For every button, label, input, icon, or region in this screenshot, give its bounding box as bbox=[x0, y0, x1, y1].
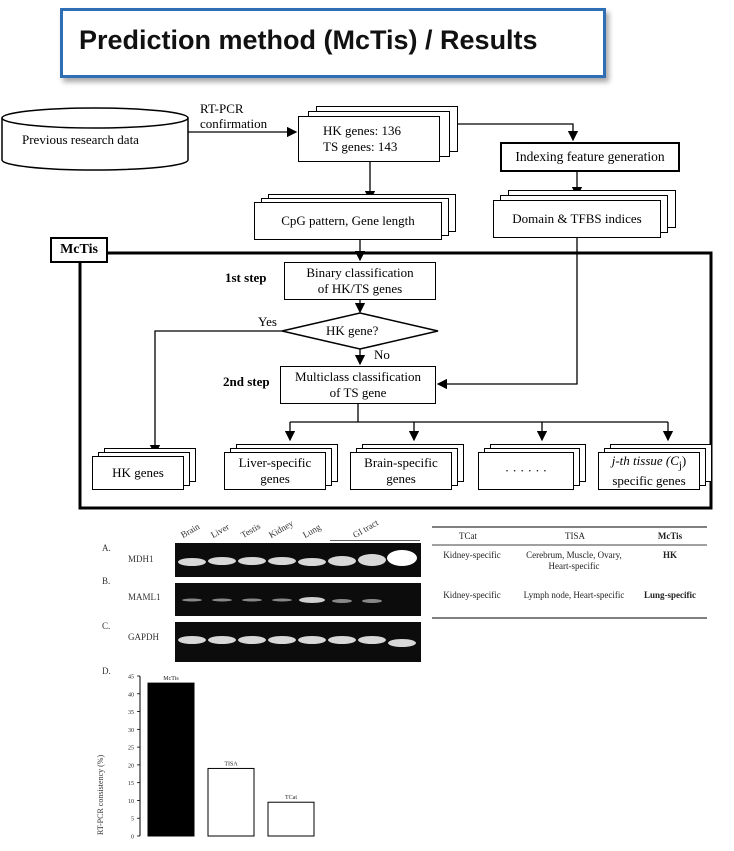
panel-d-label: D. bbox=[102, 666, 111, 676]
indexing-feature-box: Indexing feature generation bbox=[500, 142, 680, 172]
liver-line-2: genes bbox=[260, 471, 290, 486]
table-header-tcat: TCat bbox=[459, 531, 477, 541]
y-tick-label: 20 bbox=[128, 763, 134, 769]
binary-line-2: of HK/TS genes bbox=[317, 281, 403, 296]
mctis-label-box: McTis bbox=[50, 237, 108, 263]
mctis-label: McTis bbox=[60, 242, 98, 257]
chart-ylabel: RT-PCR consistency (%) bbox=[96, 754, 105, 835]
bar-label-tcat: TCat bbox=[285, 795, 297, 801]
brain-specific-output: Brain-specific genes bbox=[350, 452, 452, 490]
y-tick-label: 40 bbox=[128, 692, 134, 698]
jth-tissue-output: j-th tissue (Cj) specific genes bbox=[598, 452, 700, 490]
y-tick-label: 5 bbox=[131, 817, 134, 823]
hk-genes-count: HK genes: 136 bbox=[323, 123, 401, 138]
domain-label: Domain & TFBS indices bbox=[512, 211, 642, 226]
liver-line-1: Liver-specific bbox=[238, 455, 312, 470]
jth-line-1: j-th tissue (Cj) bbox=[612, 453, 687, 474]
bar-label-mctis: McTis bbox=[163, 676, 179, 682]
jth-sub: j bbox=[678, 459, 682, 472]
y-tick-label: 25 bbox=[128, 746, 134, 752]
step1-label: 1st step bbox=[225, 270, 267, 285]
liver-specific-output: Liver-specific genes bbox=[224, 452, 326, 490]
rtpcr-label-2: confirmation bbox=[200, 116, 268, 131]
indexing-label: Indexing feature generation bbox=[515, 149, 665, 164]
row-maml1-label: MAML1 bbox=[128, 592, 161, 602]
bar-tcat bbox=[267, 801, 315, 837]
table-r2-tisa: Lymph node, Heart-specific bbox=[523, 590, 625, 600]
y-tick-label: 15 bbox=[128, 781, 134, 787]
table-r2-tcat: Kidney-specific bbox=[443, 590, 501, 600]
gel-image bbox=[175, 540, 421, 662]
more-tissues-output: · · · · · · bbox=[478, 452, 574, 490]
lane-liver: Liver bbox=[209, 521, 231, 540]
panel-c-label: C. bbox=[102, 621, 111, 631]
row-gapdh-label: GAPDH bbox=[128, 632, 160, 642]
lane-testis: Testis bbox=[239, 520, 263, 540]
panel-b-label: B. bbox=[102, 576, 111, 586]
lane-gi-tract: GI tract bbox=[351, 517, 381, 540]
bar-tisa bbox=[207, 767, 255, 837]
table-rules bbox=[432, 526, 707, 619]
y-tick-label: 0 bbox=[131, 835, 134, 841]
rtpcr-label-1: RT-PCR bbox=[200, 101, 244, 116]
lane-kidney: Kidney bbox=[267, 518, 295, 540]
previous-data-label: Previous research data bbox=[22, 132, 139, 147]
binary-classification-box: Binary classification of HK/TS genes bbox=[284, 262, 436, 300]
jth-close: ) bbox=[681, 452, 687, 468]
table-r2-mctis: Lung-specific bbox=[643, 590, 696, 600]
bar-mctis bbox=[147, 682, 195, 837]
no-label: No bbox=[374, 347, 390, 362]
hk-ts-doc: HK genes: 136 TS genes: 143 bbox=[298, 116, 440, 162]
multiclass-line-1: Multiclass classification bbox=[294, 369, 421, 384]
binary-line-1: Binary classification bbox=[306, 265, 414, 280]
table-header-mctis: McTis bbox=[657, 531, 683, 541]
y-tick-label: 10 bbox=[128, 799, 134, 805]
table-header-tisa: TISA bbox=[565, 531, 585, 541]
y-tick-label: 35 bbox=[128, 710, 134, 716]
ts-genes-count: TS genes: 143 bbox=[323, 139, 398, 154]
domain-doc: Domain & TFBS indices bbox=[493, 200, 661, 238]
title-box: Prediction method (McTis) / Results bbox=[60, 8, 606, 78]
flow-connectors bbox=[1, 107, 713, 510]
dots-label: · · · · · · bbox=[504, 463, 548, 478]
step2-label: 2nd step bbox=[223, 374, 270, 389]
y-tick-label: 45 bbox=[128, 675, 134, 681]
brain-line-2: genes bbox=[386, 471, 416, 486]
y-tick-label: 30 bbox=[128, 728, 134, 734]
database-cylinder-icon bbox=[1, 107, 189, 171]
lane-lung: Lung bbox=[301, 521, 323, 540]
hk-genes-output-label: HK genes bbox=[112, 465, 164, 480]
multiclass-line-2: of TS gene bbox=[329, 385, 387, 400]
table-r1-tisa: Cerebrum, Muscle, Ovary, Heart-specific bbox=[526, 550, 622, 571]
jth-text: j-th tissue (C bbox=[611, 452, 679, 468]
panel-a-label: A. bbox=[102, 543, 111, 553]
jth-line-2: specific genes bbox=[612, 473, 686, 489]
multiclass-classification-box: Multiclass classification of TS gene bbox=[280, 366, 436, 404]
cpg-label: CpG pattern, Gene length bbox=[281, 213, 415, 228]
cpg-doc: CpG pattern, Gene length bbox=[254, 202, 442, 240]
hk-gene-question: HK gene? bbox=[326, 323, 379, 338]
yes-label: Yes bbox=[258, 314, 277, 329]
row-mdh1-label: MDH1 bbox=[128, 554, 154, 564]
brain-line-1: Brain-specific bbox=[364, 455, 438, 470]
slide-title: Prediction method (McTis) / Results bbox=[79, 25, 538, 55]
hk-genes-output: HK genes bbox=[92, 456, 184, 490]
bar-label-tisa: TISA bbox=[224, 761, 238, 767]
table-r1-tcat: Kidney-specific bbox=[443, 550, 501, 560]
table-r1-mctis: HK bbox=[662, 550, 677, 560]
lane-brain: Brain bbox=[179, 521, 202, 540]
